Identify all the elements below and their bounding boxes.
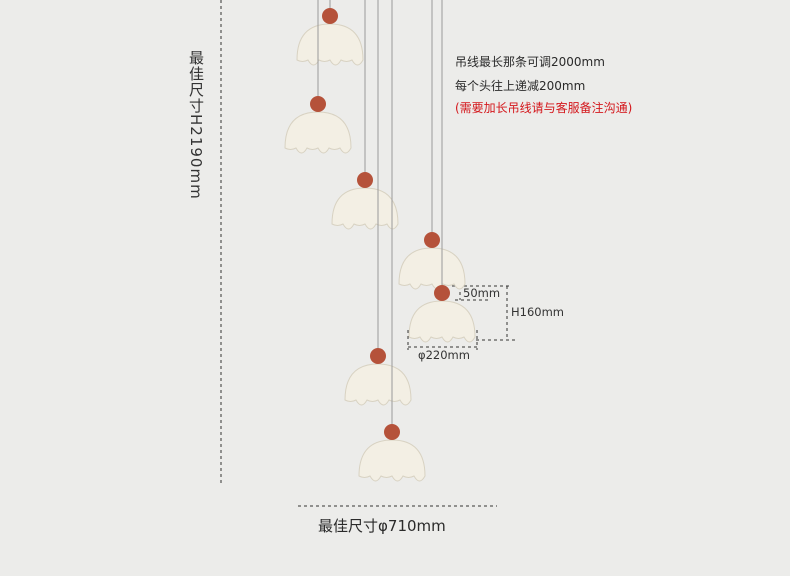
wooden-ball — [322, 8, 338, 24]
width-dimension-label: 最佳尺寸φ710mm — [318, 517, 446, 535]
note-line-1: 吊线最长那条可调2000mm — [455, 55, 605, 69]
height-dimension-label: 最佳尺寸H2190mm — [187, 50, 205, 200]
dimension-lines — [220, 0, 515, 507]
lamp-shade — [358, 439, 426, 482]
lamp-shade — [344, 363, 412, 406]
wooden-ball — [370, 348, 386, 364]
wooden-ball — [384, 424, 400, 440]
ball-size-label: 50mm — [463, 286, 501, 300]
wooden-ball — [434, 285, 450, 301]
note-line-2: 每个头往上递减200mm — [455, 79, 586, 93]
lamp-shade — [296, 23, 364, 66]
lamp-shade — [331, 187, 399, 230]
lamp-height-label: H160mm — [511, 305, 565, 319]
lamp-diameter-label: φ220mm — [418, 348, 470, 362]
lamp-shade — [398, 247, 466, 290]
note-line-3: (需要加长吊线请与客服备注沟通) — [455, 101, 633, 115]
wooden-ball — [424, 232, 440, 248]
lamp-shade — [408, 300, 476, 343]
wooden-ball — [357, 172, 373, 188]
wooden-ball — [310, 96, 326, 112]
lamp-shade — [284, 111, 352, 154]
